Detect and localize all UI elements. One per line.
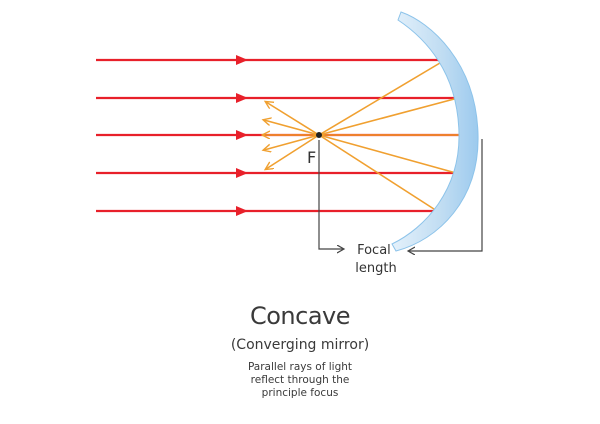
- description-line: reflect through the: [250, 374, 350, 386]
- focal-length-label-line: Focal: [357, 243, 391, 258]
- focal-length-bracket-left: [318, 140, 343, 249]
- reflected-ray: [318, 59, 446, 136]
- focal-length-indicator: [318, 139, 483, 251]
- arrow-head: [236, 206, 248, 216]
- focal-length-bracket-right: [409, 139, 483, 251]
- incident-ray-arrows: [236, 55, 248, 216]
- arrow-head: [236, 93, 248, 103]
- diagram-subtitle: (Converging mirror): [230, 337, 370, 353]
- reflected-ray: [318, 97, 459, 136]
- diagram-title: Concave: [249, 302, 351, 330]
- description-line: Parallel rays of light: [247, 361, 353, 373]
- reflected-ray-continuation: [266, 134, 320, 169]
- reflected-ray-continuation: [266, 102, 320, 136]
- reflected-rays: [263, 59, 462, 212]
- arrow-head: [236, 130, 248, 140]
- description-line: principle focus: [261, 387, 339, 399]
- reflected-ray-continuation: [264, 120, 320, 136]
- focus-dot: [316, 132, 322, 138]
- reflected-ray: [318, 134, 438, 212]
- reflected-ray: [318, 134, 457, 174]
- focal-length-label-line: length: [355, 261, 396, 276]
- arrow-head: [236, 55, 248, 65]
- concave-mirror: [391, 11, 479, 252]
- focus-label: F: [307, 148, 316, 167]
- reflected-ray-continuation: [264, 134, 320, 150]
- diagram-description: Parallel rays of light reflect through t…: [200, 361, 400, 400]
- focal-length-label: Focal length: [355, 243, 396, 276]
- arrow-head: [236, 168, 248, 178]
